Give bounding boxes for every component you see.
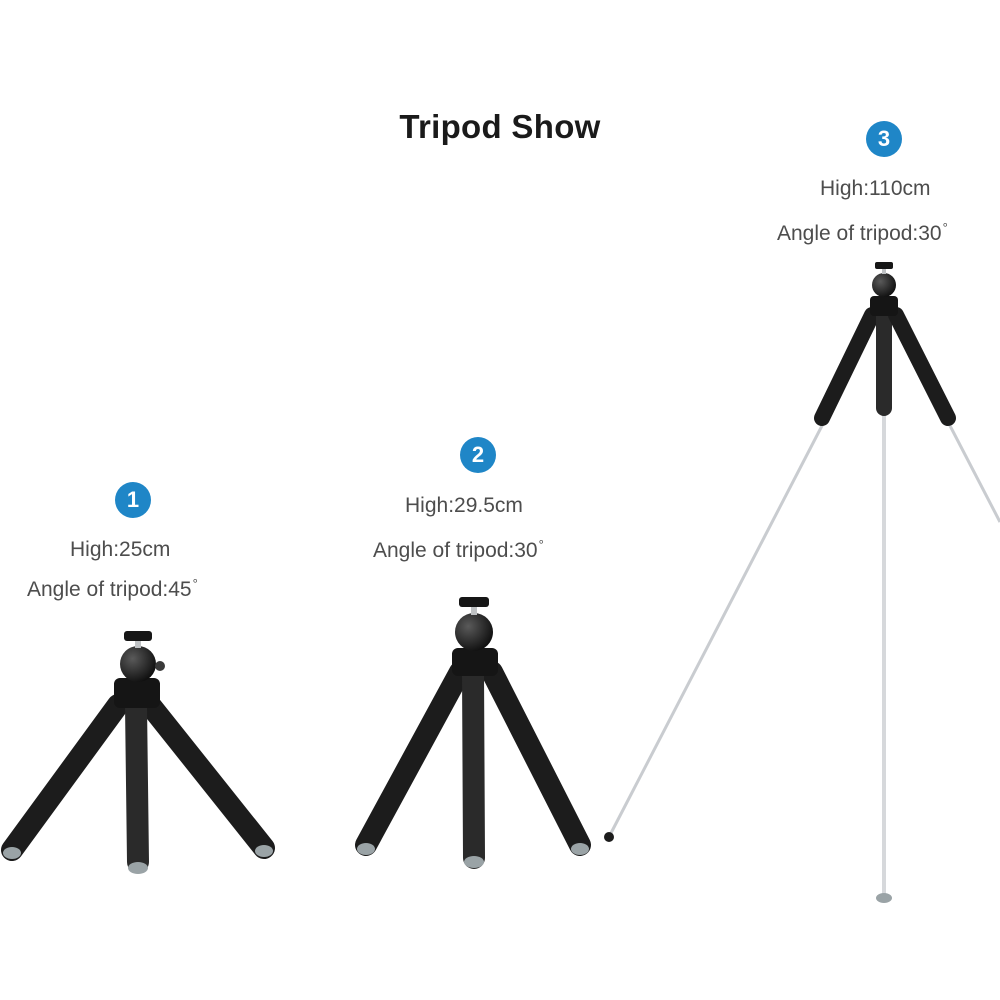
tripod-2-image: [355, 597, 591, 869]
tripod-3-number-badge: 3: [866, 121, 902, 157]
tripod-1-image: [1, 631, 275, 874]
page-title: Tripod Show: [399, 108, 601, 145]
tripod-3-image: [604, 262, 1000, 903]
tripod-3-height-label: High:110cm: [820, 177, 931, 200]
tripod-1-height-label: High:25cm: [70, 538, 171, 561]
tripod-2-angle-label: Angle of tripod:30°: [373, 537, 544, 562]
tripod-1-angle-label: Angle of tripod:45°: [27, 576, 198, 601]
tripod-2-number-badge: 2: [460, 437, 496, 473]
tripod-3-angle-label: Angle of tripod:30°: [777, 220, 948, 245]
tripod-2-height-label: High:29.5cm: [405, 494, 523, 517]
tripod-1-number-badge: 1: [115, 482, 151, 518]
